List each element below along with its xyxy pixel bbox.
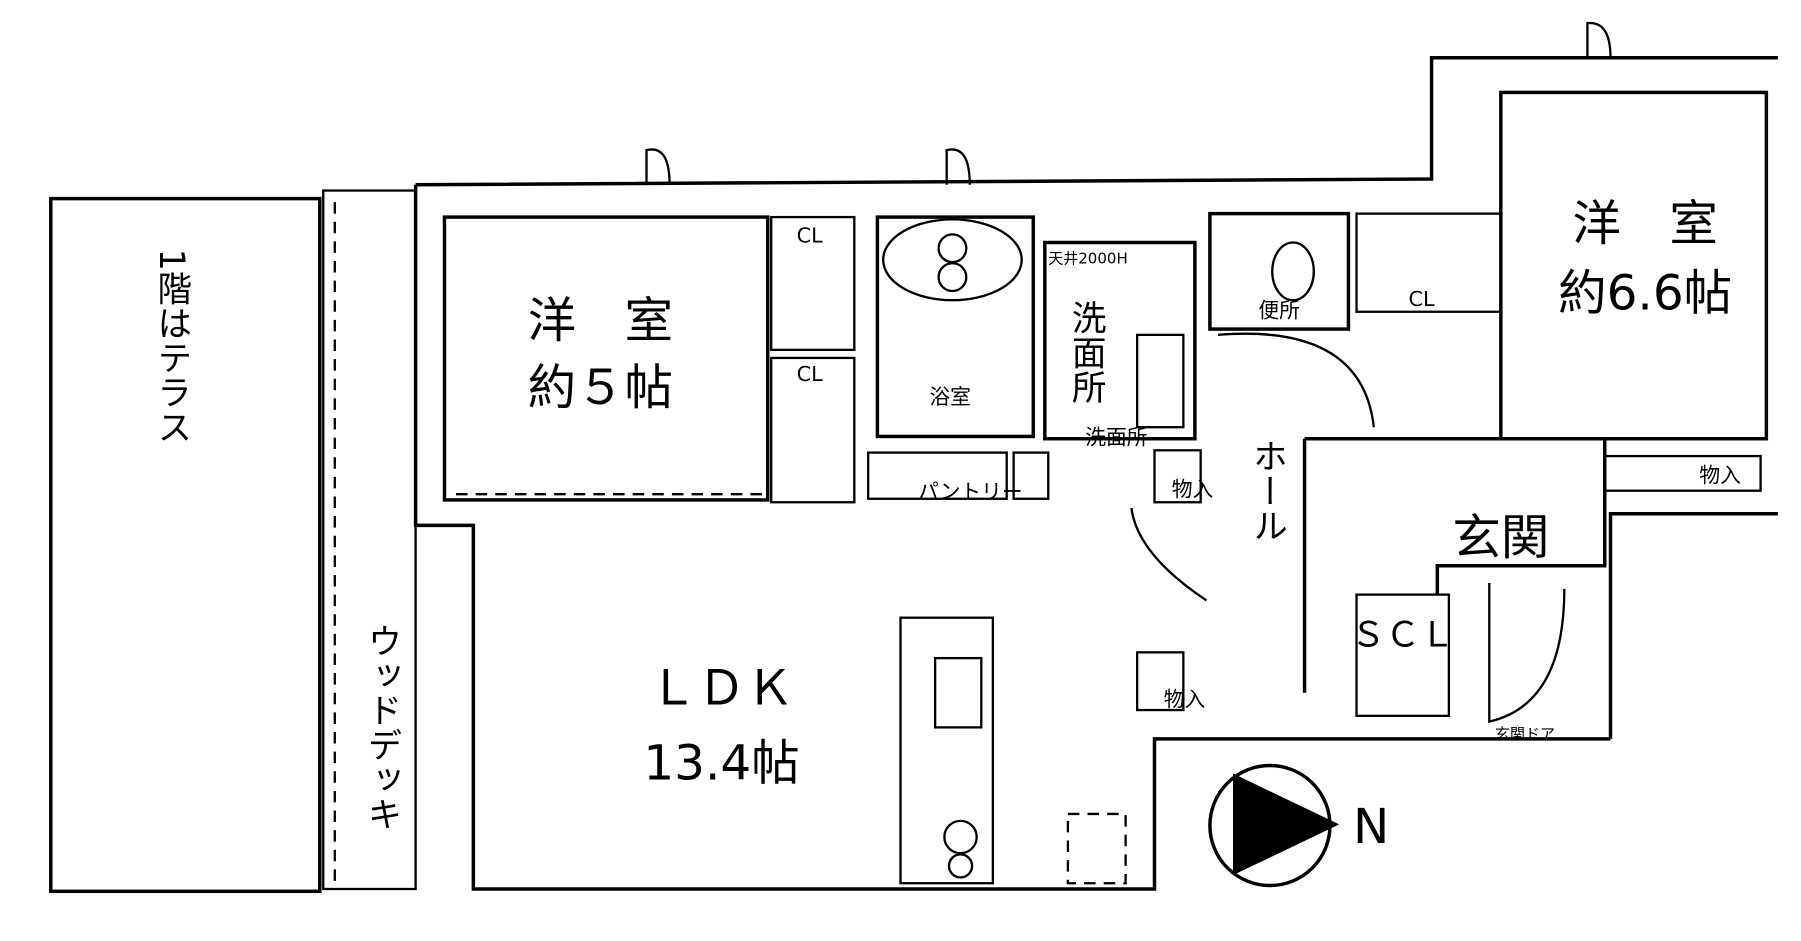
closet-1 (770, 215, 856, 352)
entrance-door-swing (1488, 583, 1566, 724)
shoe-closet (1355, 593, 1451, 717)
vanity (1136, 333, 1185, 429)
hall-label: ホール (1246, 439, 1286, 543)
toilet-label: 便所 (1258, 299, 1300, 323)
storage-3-label: 物入 (1699, 464, 1741, 488)
bath-label: 浴室 (929, 385, 971, 409)
storage-1 (1153, 449, 1202, 504)
cl-1-label: CL (797, 223, 823, 247)
closet-2 (770, 356, 856, 504)
outer-wall (415, 56, 1778, 187)
toilet-room (1208, 211, 1351, 331)
ldk-name: ＬＤＫ (649, 660, 794, 716)
entrance-door-label: 玄関ドア (1495, 725, 1555, 743)
pantry-label: パントリー (918, 480, 1023, 504)
terrace-label: 1階はテラス (151, 249, 191, 444)
entrance-label: 玄関 (1452, 510, 1549, 566)
storage-1-label: 物入 (1172, 477, 1214, 501)
storage-2 (1136, 651, 1185, 712)
scl-label: ＳＣＬ (1351, 616, 1455, 656)
kitchen-counter (899, 616, 995, 885)
terrace-area (49, 196, 322, 894)
storage-2-label: 物入 (1164, 688, 1206, 712)
north-arrow-icon (1232, 773, 1340, 876)
bathtub (882, 218, 1023, 302)
washroom (1043, 240, 1197, 441)
cl-3-label: CL (1408, 287, 1434, 311)
wood-deck-label: ウッドデッキ (361, 623, 401, 831)
room-east-size: 約6.6帖 (1558, 265, 1732, 321)
washroom-label: 洗面所 (1065, 300, 1105, 404)
room-west (442, 215, 770, 502)
entrance-area (1304, 437, 1607, 595)
room-east (1499, 90, 1769, 441)
room-east-name: 洋 室 (1572, 196, 1717, 252)
room-west-size: 約５帖 (528, 360, 673, 416)
room-west-name: 洋 室 (528, 293, 673, 349)
cl-2-label: CL (797, 362, 823, 386)
ceiling-label: 天井2000H (1048, 249, 1127, 267)
wood-deck-area (322, 189, 417, 891)
pantry (867, 451, 1008, 500)
ldk-size: 13.4帖 (643, 735, 799, 791)
bathroom (875, 215, 1035, 439)
washroom-small-label: 洗面所 (1085, 426, 1147, 450)
north-compass: N (1208, 763, 1389, 888)
compass-label: N (1353, 799, 1389, 855)
